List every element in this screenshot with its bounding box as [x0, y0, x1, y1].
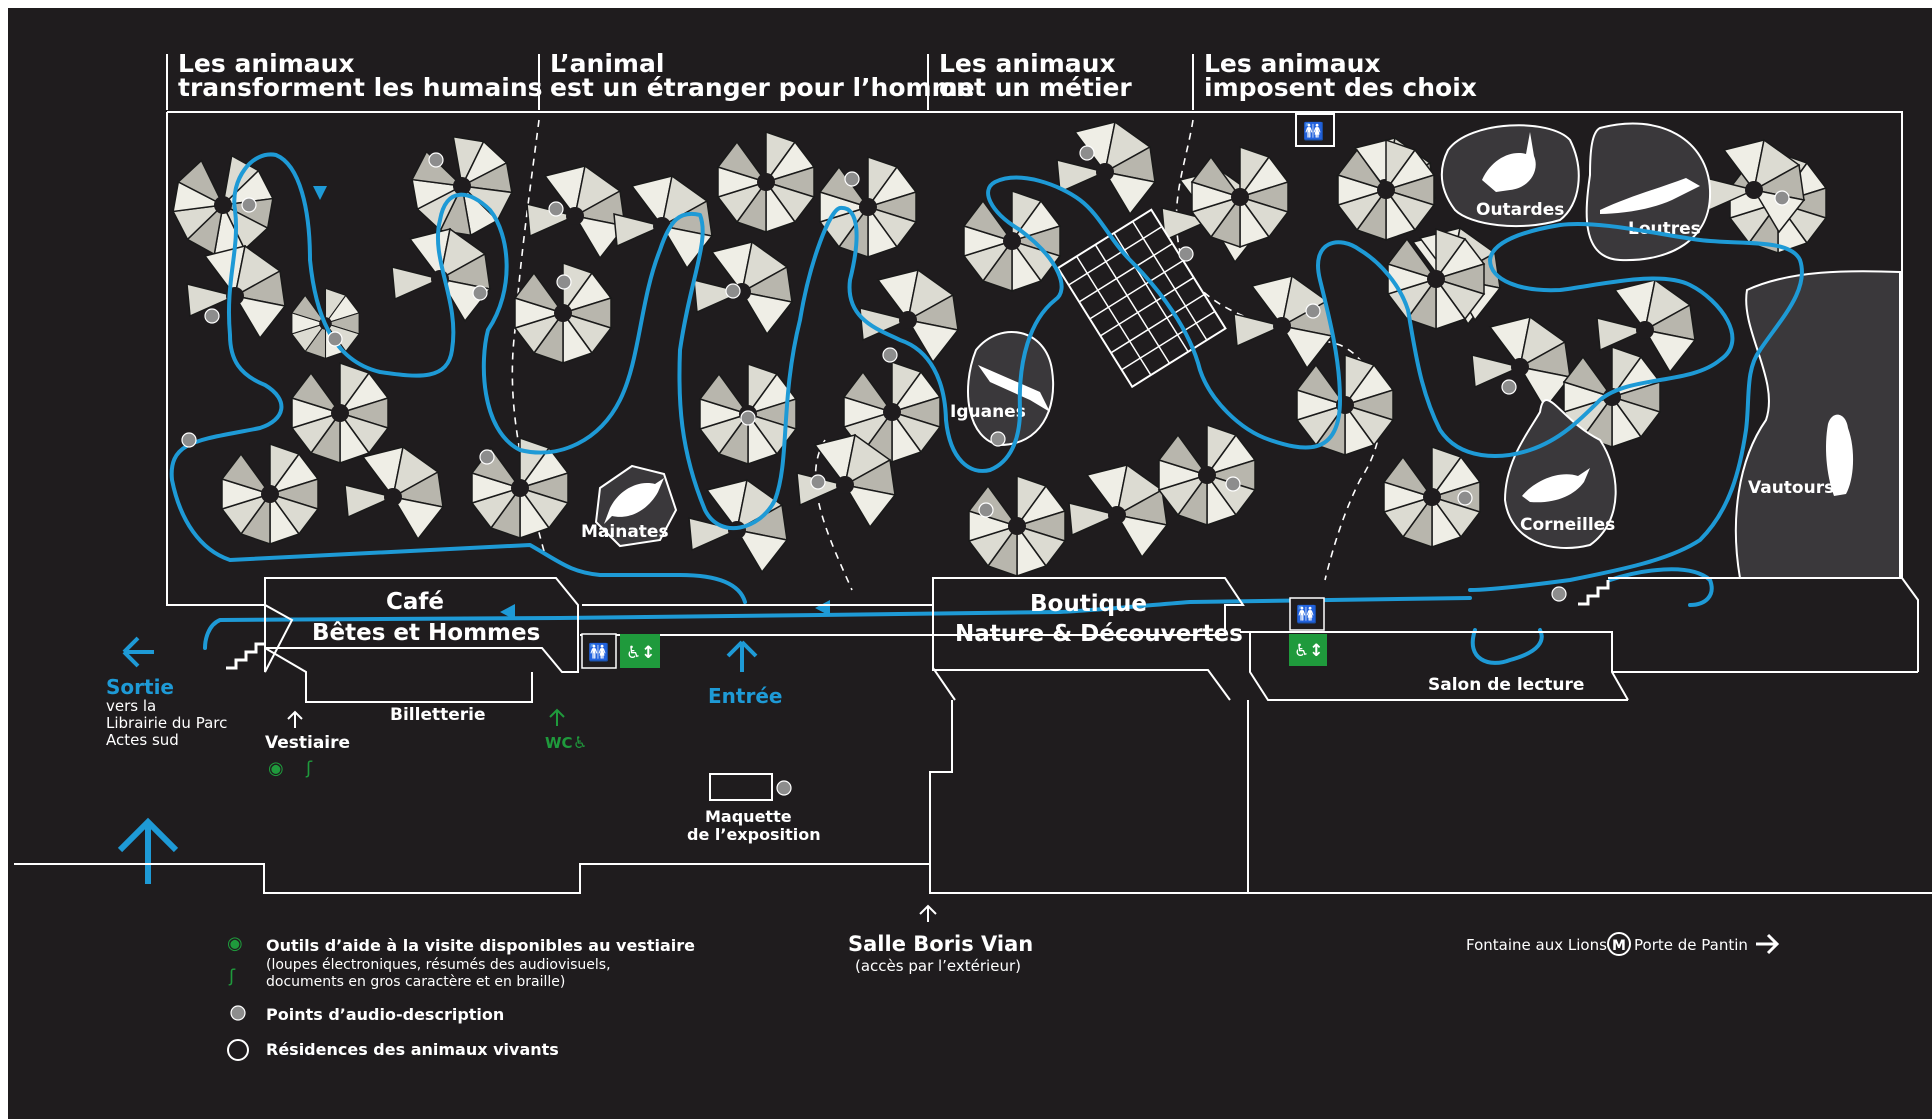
metro-station-label: Porte de Pantin — [1634, 936, 1748, 954]
section-4-title-line1: Les animaux — [1204, 49, 1381, 78]
metro-letter: M — [1612, 938, 1626, 954]
audio-points — [181, 145, 1790, 796]
section-1-title-line1: Les animaux — [178, 49, 355, 78]
ear-icon: ʃ — [228, 966, 236, 987]
toilet-icon: 🚻 — [1295, 113, 1335, 147]
main-arrow-up-icon — [117, 817, 179, 884]
cafe-label-line2: Bêtes et Hommes — [312, 620, 540, 646]
residence-label-loutres: Loutres — [1628, 219, 1701, 239]
metro-icon — [1607, 932, 1631, 956]
salle-boris-vian-note: (accès par l’extérieur) — [855, 957, 1021, 975]
svg-text:🚻: 🚻 — [1296, 604, 1317, 625]
salon-label: Salon de lecture — [1428, 675, 1584, 695]
boutique-label-line2: Nature & Découvertes — [955, 621, 1243, 647]
visit-route — [169, 152, 1804, 665]
residence-label-iguanes: Iguanes — [950, 402, 1026, 422]
eye-icon: ◉ — [268, 758, 284, 779]
legend-residence-label: Résidences des animaux vivants — [266, 1040, 559, 1059]
wheelchair-icon: ♿ — [573, 733, 587, 752]
section-headers: Les animaux transforment les humains L’a… — [166, 49, 1477, 110]
svg-text:🚻: 🚻 — [1303, 121, 1324, 142]
stairs-icon — [1578, 580, 1610, 606]
section-1-title-line2: transforment les humains — [178, 73, 543, 102]
residence-label-outardes: Outardes — [1476, 200, 1564, 220]
residence-label-mainates: Mainates — [581, 522, 669, 542]
section-4-title-line2: imposent des choix — [1204, 73, 1477, 102]
maquette-icon — [709, 773, 773, 801]
legend-tools-line2: documents en gros caractère et en braill… — [266, 974, 565, 990]
legend-audio-label: Points d’audio-description — [266, 1005, 504, 1024]
section-2-title-line1: L’animal — [550, 49, 664, 78]
cafe-label-line1: Café — [386, 589, 444, 615]
accessible-elevator-icon: ♿↕ — [1289, 634, 1327, 666]
section-3-title-line1: Les animaux — [939, 49, 1116, 78]
arrow-up-icon — [549, 708, 565, 726]
fontaine-label: Fontaine aux Lions — [1466, 936, 1607, 954]
exit-arrow-icon — [122, 636, 154, 668]
arrow-up-icon — [287, 710, 303, 728]
residence-label-vautours: Vautours — [1748, 478, 1834, 498]
residence-vautours — [1734, 270, 1901, 579]
accessible-elevator-icon: ♿↕ — [620, 634, 660, 668]
vestiaire-label: Vestiaire — [265, 733, 350, 753]
grid-exhibit — [1056, 208, 1227, 389]
exit-note-line2: Librairie du Parc — [106, 714, 227, 732]
maquette-label-line1: Maquette — [705, 807, 792, 826]
ear-icon: ʃ — [305, 758, 313, 779]
svg-text:♿↕: ♿↕ — [1294, 641, 1323, 661]
arrow-right-icon — [1756, 933, 1780, 955]
exit-label: Sortie — [106, 675, 174, 699]
maquette-label-line2: de l’exposition — [687, 825, 821, 844]
residence-corneilles — [1503, 399, 1617, 549]
eye-icon: ◉ — [227, 933, 243, 954]
exit-note-line1: vers la — [106, 697, 156, 715]
lower-rooms — [264, 577, 1919, 703]
wc-label: WC — [545, 734, 573, 752]
legend: ◉ Outils d’aide à la visite disponibles … — [227, 933, 695, 1061]
entrance-arrow-icon — [726, 640, 758, 672]
residence-icon — [227, 1039, 249, 1061]
exit-note-line3: Actes sud — [106, 731, 179, 749]
audio-point-icon — [230, 1005, 246, 1021]
stairs-icon — [226, 642, 266, 670]
arrow-up-icon — [919, 904, 937, 922]
toilet-icon: 🚻 — [581, 633, 617, 669]
toilet-icon: 🚻 — [1289, 597, 1325, 631]
salle-boris-vian-title: Salle Boris Vian — [848, 932, 1033, 956]
legend-tools-title: Outils d’aide à la visite disponibles au… — [266, 936, 695, 955]
billetterie-label: Billetterie — [390, 705, 486, 725]
boutique-label-line1: Boutique — [1030, 591, 1147, 617]
legend-tools-line1: (loupes électroniques, résumés des audio… — [266, 957, 611, 973]
entrance-label: Entrée — [708, 684, 782, 708]
outer-walls — [14, 700, 1932, 894]
residence-label-corneilles: Corneilles — [1520, 515, 1615, 535]
section-3-title-line2: ont un métier — [939, 73, 1132, 102]
svg-text:♿↕: ♿↕ — [626, 643, 655, 663]
section-2-title-line2: est un étranger pour l’homme — [550, 73, 975, 102]
svg-text:🚻: 🚻 — [588, 642, 609, 663]
